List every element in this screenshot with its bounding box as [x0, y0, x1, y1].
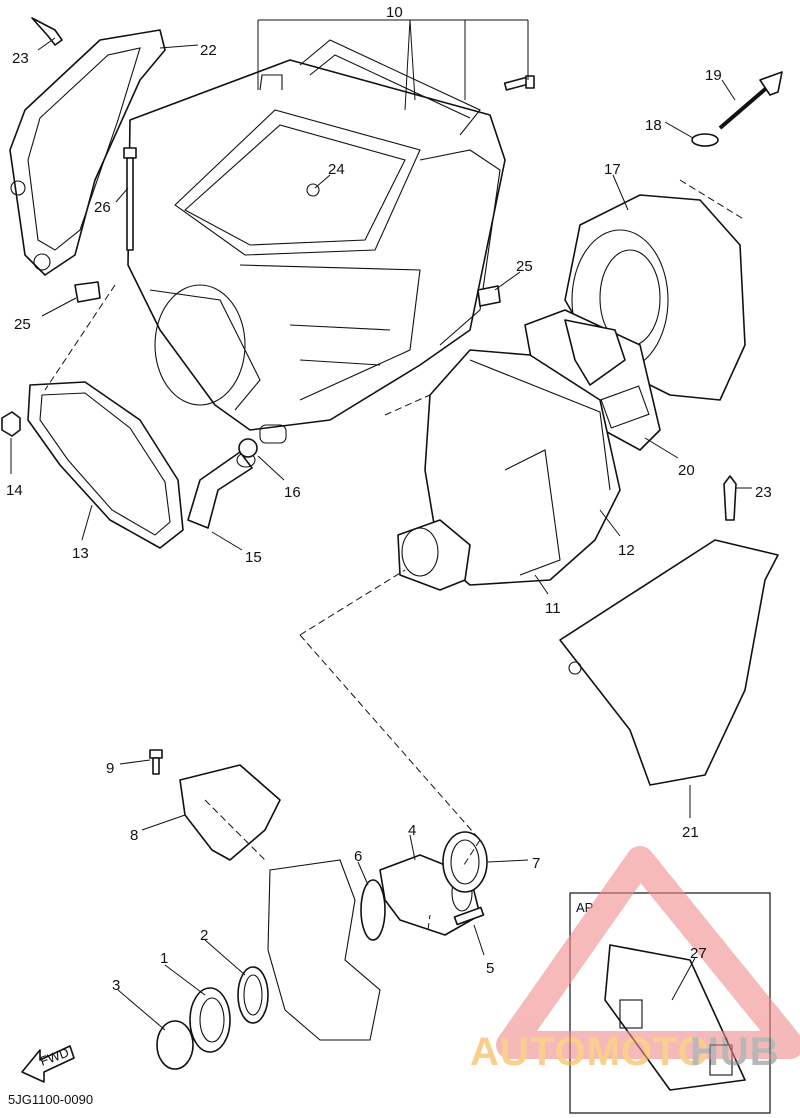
callout-23a: 23	[12, 50, 29, 67]
leader-line-10	[404, 19, 411, 111]
callout-23b: 23	[755, 484, 772, 501]
leader-line-9	[119, 759, 151, 765]
callout-6: 6	[354, 848, 362, 865]
leader-line-25b	[494, 271, 521, 291]
rivet-top	[31, 17, 63, 46]
callout-7: 7	[532, 855, 540, 872]
side-cover	[559, 539, 779, 786]
nut	[1, 411, 21, 437]
callout-14: 14	[6, 482, 23, 499]
leader-line-16	[257, 455, 285, 481]
gasket-6	[360, 879, 386, 941]
clamp-3	[156, 1020, 194, 1070]
leader-line-18	[664, 121, 694, 139]
leader-line-1	[164, 964, 206, 996]
drain-hose	[187, 451, 256, 529]
leader-line-4	[409, 834, 416, 861]
callout-26: 26	[94, 199, 111, 216]
callout-5: 5	[486, 960, 494, 977]
callout-8: 8	[130, 827, 138, 844]
leader-line-2	[204, 939, 246, 976]
callout-27: 27	[690, 945, 707, 962]
bracket-8	[179, 764, 281, 861]
watermark-logo-icon	[496, 846, 800, 1059]
callout-1: 1	[160, 950, 168, 967]
callout-25b: 25	[516, 258, 533, 275]
leader-line-3	[117, 989, 166, 1031]
callout-10: 10	[386, 4, 403, 21]
callout-9: 9	[106, 760, 114, 777]
leader-line-17	[612, 174, 629, 211]
callout-3: 3	[112, 977, 120, 994]
callout-20: 20	[678, 462, 695, 479]
leader-line-26	[115, 187, 129, 203]
callout-25a: 25	[14, 316, 31, 333]
callout-11: 11	[545, 600, 561, 617]
callout-13: 13	[72, 545, 89, 562]
leader-line-23a	[37, 37, 56, 51]
side-bracket	[9, 29, 166, 276]
callout-4: 4	[408, 822, 416, 839]
callout-16: 16	[284, 484, 301, 501]
air-filter-joint	[397, 349, 621, 591]
air-box	[127, 39, 506, 444]
clip-left	[74, 281, 101, 303]
air-box-gasket	[27, 381, 184, 549]
watermark-text-b: HUB	[690, 1030, 780, 1074]
leader-line-15	[211, 531, 243, 551]
leader-line-19	[721, 79, 736, 101]
leader-lines	[10, 19, 752, 1031]
leader-line-5	[473, 924, 485, 956]
leader-line-20	[644, 437, 679, 459]
bolt-5	[453, 906, 485, 926]
callout-19: 19	[705, 67, 722, 84]
callout-12: 12	[618, 542, 635, 559]
bolt-upper	[503, 75, 535, 91]
callout-15: 15	[245, 549, 262, 566]
bolt-26	[123, 147, 137, 251]
leader-line-8	[141, 814, 186, 831]
leader-line-22	[159, 44, 199, 49]
hose-clamp	[238, 438, 258, 458]
callout-22: 22	[200, 42, 217, 59]
watermark-text-a: AUTOMOTO	[470, 1030, 710, 1074]
clamp-1	[189, 987, 231, 1053]
washer	[691, 133, 719, 147]
clamp-7	[442, 831, 488, 893]
leader-line-7	[487, 859, 529, 863]
callout-17: 17	[604, 161, 621, 178]
callout-24: 24	[328, 161, 345, 178]
screw-9	[149, 749, 163, 775]
leader-line-13	[81, 504, 93, 541]
leader-line-12	[599, 509, 621, 537]
watermark: AUTOMOTO HUB	[470, 846, 800, 1074]
callout-21: 21	[682, 824, 699, 841]
fwd-arrow: FWD	[21, 1045, 75, 1083]
filter-guide	[524, 309, 661, 451]
leader-line-27	[671, 957, 696, 1001]
leader-line-24	[314, 174, 331, 189]
leader-line-11	[534, 574, 549, 595]
leader-line-6	[357, 861, 369, 886]
diagram-code: 5JG1100-0090	[8, 1092, 93, 1107]
leader-line-10	[409, 19, 416, 101]
clamp-2	[237, 966, 269, 1024]
rivet-right	[723, 475, 737, 521]
assembly-lines	[44, 179, 746, 931]
callout-18: 18	[645, 117, 662, 134]
callout-2: 2	[200, 927, 208, 944]
wing-bolt	[718, 71, 783, 130]
clip-right	[477, 285, 501, 307]
carburetor-outline	[267, 859, 381, 1041]
leader-line-25a	[41, 297, 77, 317]
